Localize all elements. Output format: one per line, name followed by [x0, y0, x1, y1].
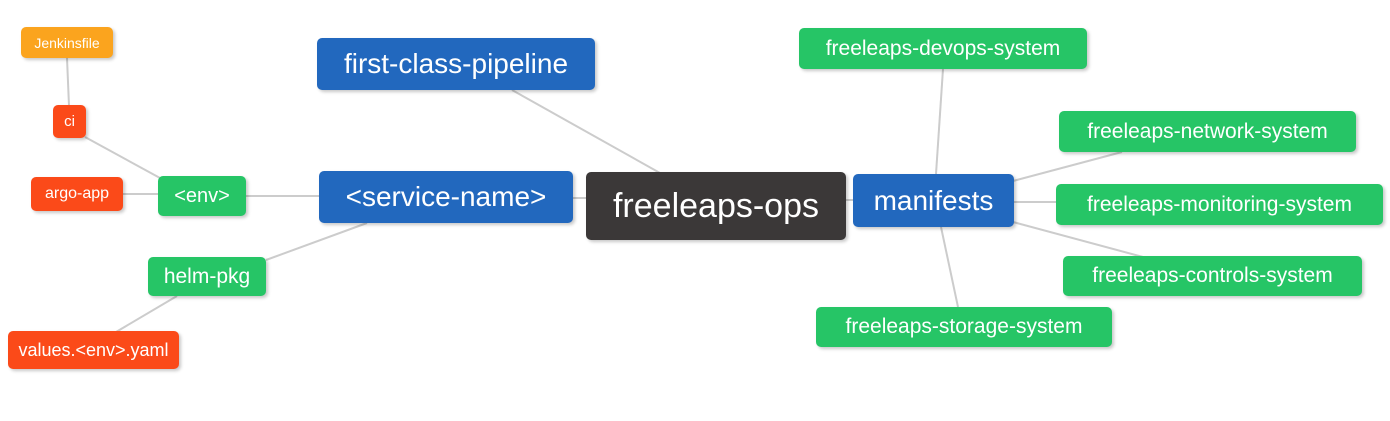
node-freeleaps-controls-system[interactable]: freeleaps-controls-system — [1063, 256, 1362, 296]
edge-pipeline-ops — [511, 89, 661, 174]
node-first-class-pipeline[interactable]: first-class-pipeline — [317, 38, 595, 90]
edge-helm-pkg-values — [115, 295, 178, 333]
node-argo-app[interactable]: argo-app — [31, 177, 123, 211]
edge-manifests-network — [1012, 151, 1123, 182]
node-helm-pkg[interactable]: helm-pkg — [148, 257, 266, 296]
node-freeleaps-network-system[interactable]: freeleaps-network-system — [1059, 111, 1356, 152]
node-freeleaps-storage-system[interactable]: freeleaps-storage-system — [816, 307, 1112, 347]
node-service-name[interactable]: <service-name> — [319, 171, 573, 223]
edge-manifests-controls — [1012, 221, 1144, 258]
node-freeleaps-ops[interactable]: freeleaps-ops — [586, 172, 846, 240]
edge-service-helm-pkg — [265, 222, 368, 261]
edge-jenkinsfile-ci — [66, 57, 70, 107]
edge-manifests-storage — [940, 226, 959, 308]
edge-manifests-devops — [935, 68, 944, 175]
node-env[interactable]: <env> — [158, 176, 246, 216]
node-freeleaps-devops-system[interactable]: freeleaps-devops-system — [799, 28, 1087, 69]
node-jenkinsfile[interactable]: Jenkinsfile — [21, 27, 113, 58]
edge-ci-env — [84, 136, 161, 179]
node-freeleaps-monitoring-system[interactable]: freeleaps-monitoring-system — [1056, 184, 1383, 225]
node-manifests[interactable]: manifests — [853, 174, 1014, 227]
node-ci[interactable]: ci — [53, 105, 86, 138]
node-values-env-yaml[interactable]: values.<env>.yaml — [8, 331, 179, 369]
